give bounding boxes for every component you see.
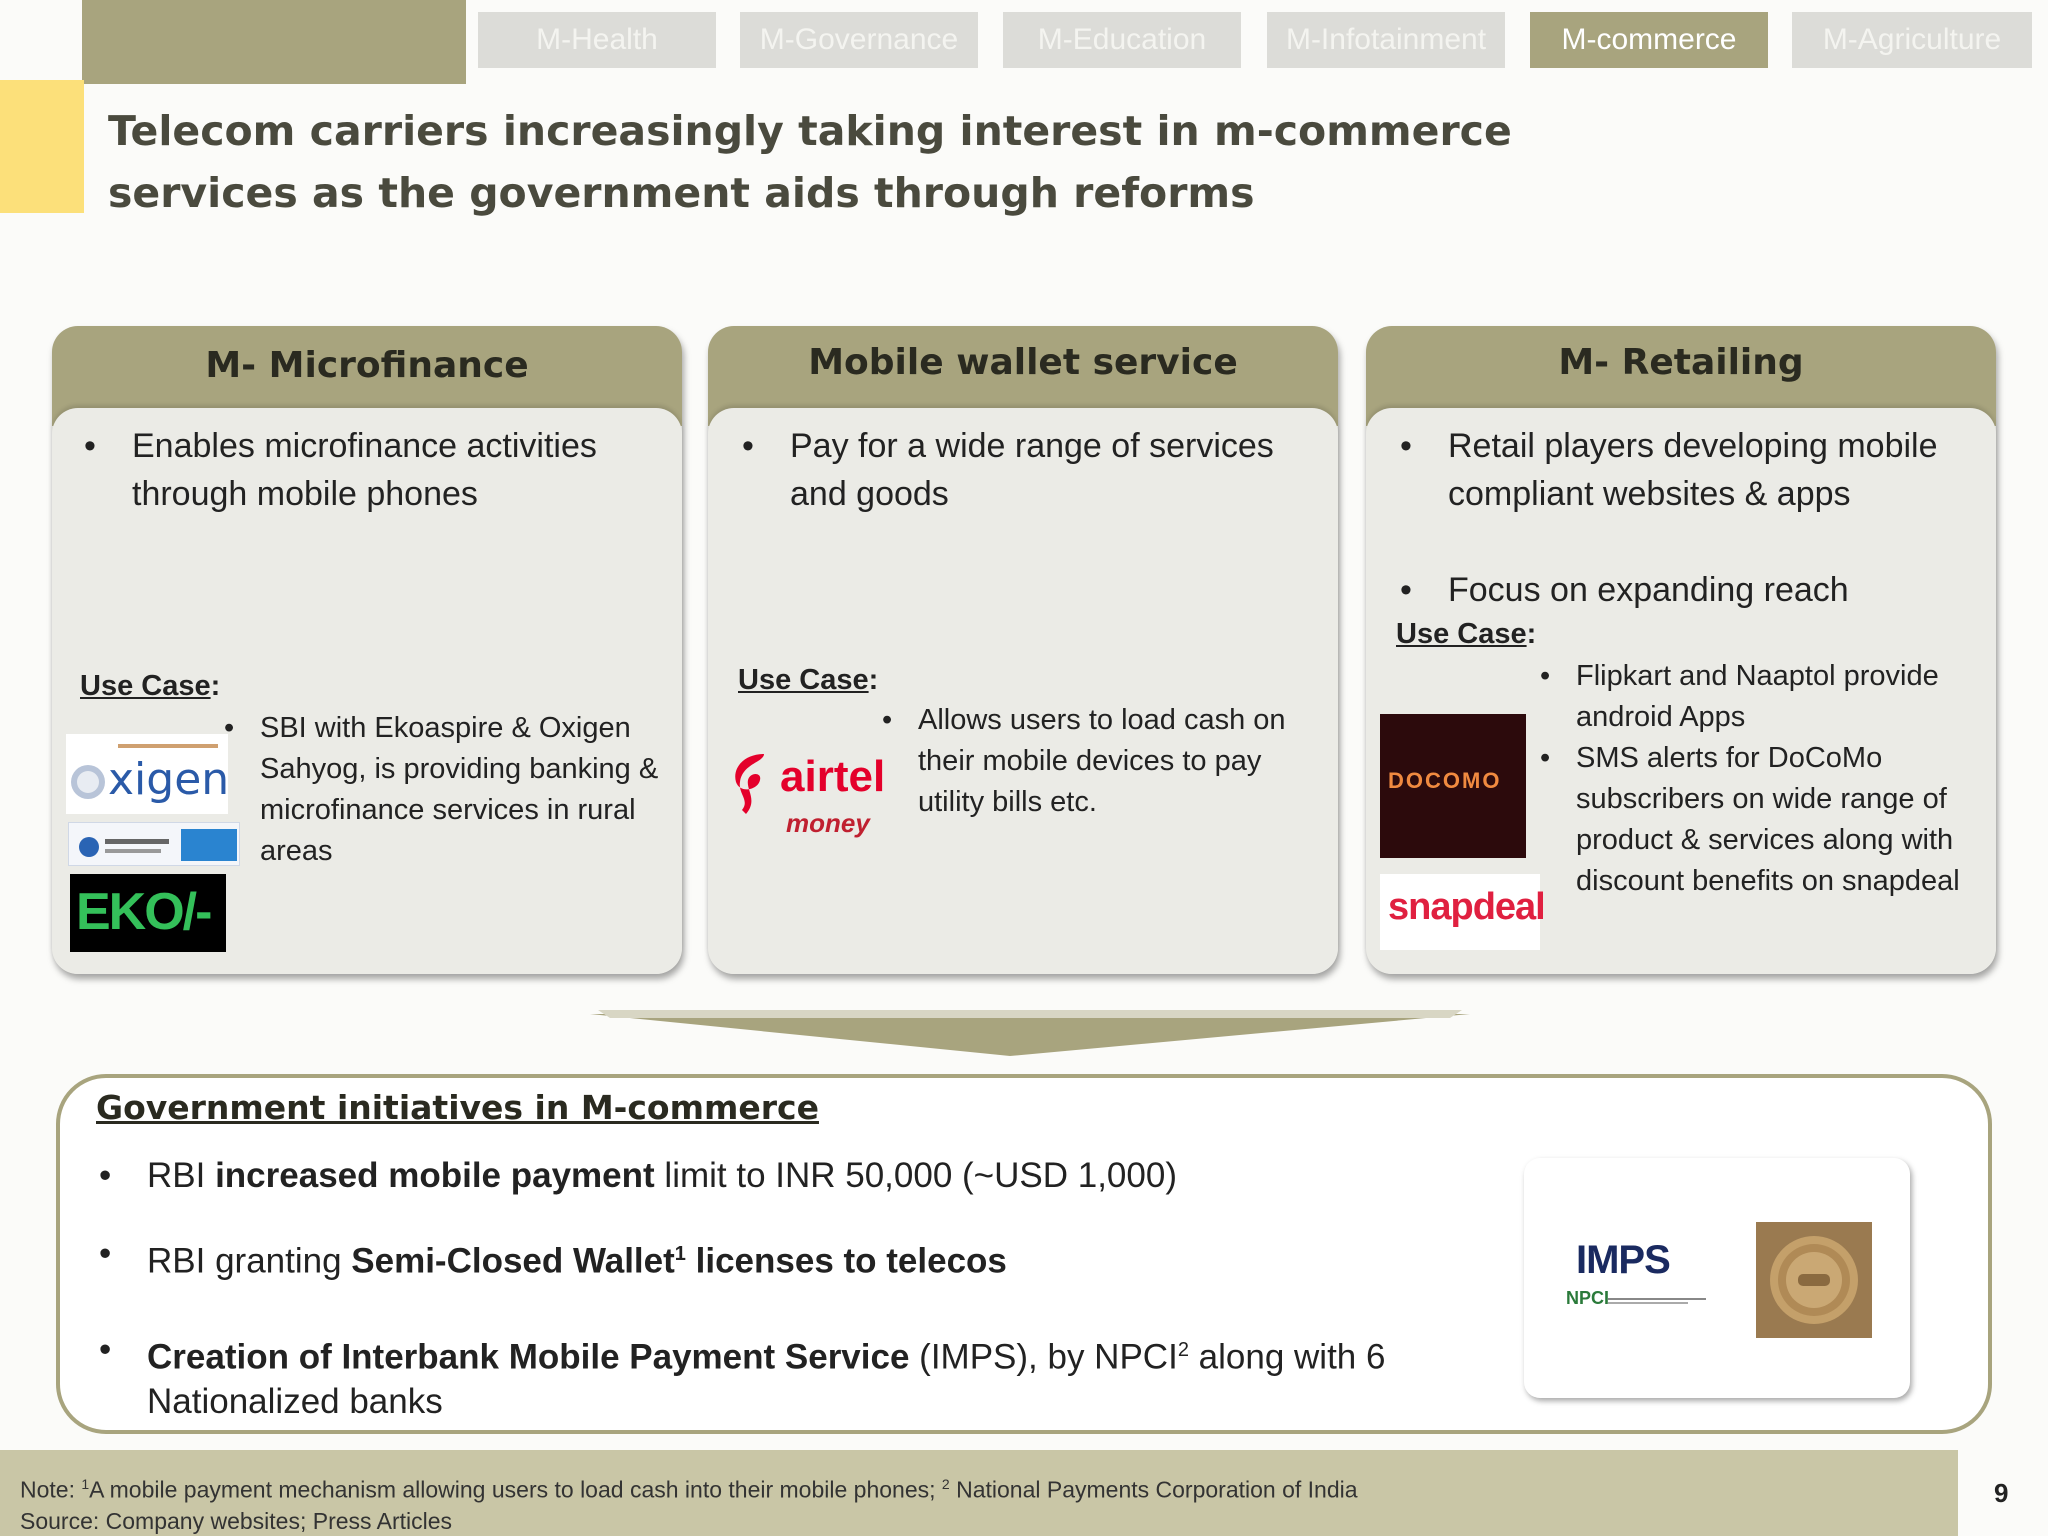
header-accent-block xyxy=(82,0,466,84)
card-body: • Pay for a wide range of services and g… xyxy=(708,408,1338,974)
card-bullet: • Focus on expanding reach xyxy=(1400,566,1948,614)
government-bullet: • RBI granting Semi-Closed Wallet1 licen… xyxy=(99,1234,1007,1281)
bullet-dot: • xyxy=(224,712,235,744)
bullet-text: Focus on expanding reach xyxy=(1448,571,1849,609)
use-case-text: SBI with Ekoaspire & Oxigen Sahyog, is p… xyxy=(260,712,659,867)
card-bullet: • Enables microfinance activities throug… xyxy=(84,422,652,518)
use-case-text: SMS alerts for DoCoMo subscribers on wid… xyxy=(1576,742,1960,897)
card-body: • Retail players developing mobile compl… xyxy=(1366,408,1996,974)
footer-source: Source: Company websites; Press Articles xyxy=(20,1508,453,1534)
bullet-dot: • xyxy=(1540,742,1551,774)
government-bullet: • Creation of Interbank Mobile Payment S… xyxy=(99,1330,1386,1421)
government-heading: Government initiatives in M-commerce xyxy=(96,1088,819,1127)
bullet-dot: • xyxy=(84,427,96,465)
use-case-item: • SBI with Ekoaspire & Oxigen Sahyog, is… xyxy=(224,708,670,872)
page-title: Telecom carriers increasingly taking int… xyxy=(108,107,1512,217)
page-number: 9 xyxy=(1994,1478,2009,1508)
footer-bar xyxy=(0,1450,1958,1536)
card-retailing: M- Retailing • Retail players developing… xyxy=(1366,326,1996,974)
bullet-dot: • xyxy=(99,1156,112,1195)
bullet-dot: • xyxy=(99,1234,112,1273)
tab-m-education[interactable]: M-Education xyxy=(1003,12,1241,68)
funnel-arrow-icon xyxy=(590,1010,1470,1056)
card-bullet: • Pay for a wide range of services and g… xyxy=(742,422,1310,518)
bullet-text: Pay for a wide range of services and goo… xyxy=(790,427,1274,513)
tab-m-commerce[interactable]: M-commerce xyxy=(1530,12,1768,68)
bullet-dot: • xyxy=(1540,660,1551,692)
card-microfinance: M- Microfinance • Enables microfinance a… xyxy=(52,326,682,974)
tab-m-agriculture[interactable]: M-Agriculture xyxy=(1792,12,2032,68)
bullet-dot: • xyxy=(882,704,893,736)
sbi-logo xyxy=(68,822,240,866)
use-case-text: Allows users to load cash on their mobil… xyxy=(918,704,1286,818)
oxigen-logo: xigen xyxy=(66,734,229,814)
government-bullet: • RBI increased mobile payment limit to … xyxy=(99,1154,1177,1198)
bullet-text: Enables microfinance activities through … xyxy=(132,427,597,513)
rbi-seal-logo xyxy=(1756,1222,1872,1338)
use-case-item: • Allows users to load cash on their mob… xyxy=(882,700,1318,823)
tab-m-governance[interactable]: M-Governance xyxy=(740,12,978,68)
eko-logo: EKO/- xyxy=(70,874,226,952)
title-accent-block xyxy=(0,80,84,213)
card-bullet: • Retail players developing mobile compl… xyxy=(1400,422,1948,518)
tab-m-infotainment[interactable]: M-Infotainment xyxy=(1267,12,1505,68)
bullet-dot: • xyxy=(1400,427,1412,465)
bullet-dot: • xyxy=(742,427,754,465)
bullet-dot: • xyxy=(99,1330,112,1369)
use-case-label: Use Case: xyxy=(80,670,221,702)
use-case-label: Use Case: xyxy=(1396,618,1537,650)
footer-note: Note: 1A mobile payment mechanism allowi… xyxy=(20,1476,1358,1503)
use-case-text: Flipkart and Naaptol provide android App… xyxy=(1576,660,1939,733)
use-case-label: Use Case: xyxy=(738,664,879,696)
card-body: • Enables microfinance activities throug… xyxy=(52,408,682,974)
imps-logo: IMPS NPCI xyxy=(1566,1238,1734,1318)
use-case-item: • SMS alerts for DoCoMo subscribers on w… xyxy=(1540,738,1976,902)
snapdeal-logo: snapdeal xyxy=(1380,874,1546,950)
use-case-item: • Flipkart and Naaptol provide android A… xyxy=(1540,656,1976,738)
bullet-dot: • xyxy=(1400,571,1412,609)
tab-m-health[interactable]: M-Health xyxy=(478,12,716,68)
docomo-logo: DOCOMO xyxy=(1380,714,1526,858)
airtel-money-logo: airtel money xyxy=(724,746,885,846)
bullet-text: Retail players developing mobile complia… xyxy=(1448,427,1938,513)
government-logos-box: IMPS NPCI xyxy=(1524,1158,1910,1398)
card-mobile-wallet: Mobile wallet service • Pay for a wide r… xyxy=(708,326,1338,974)
